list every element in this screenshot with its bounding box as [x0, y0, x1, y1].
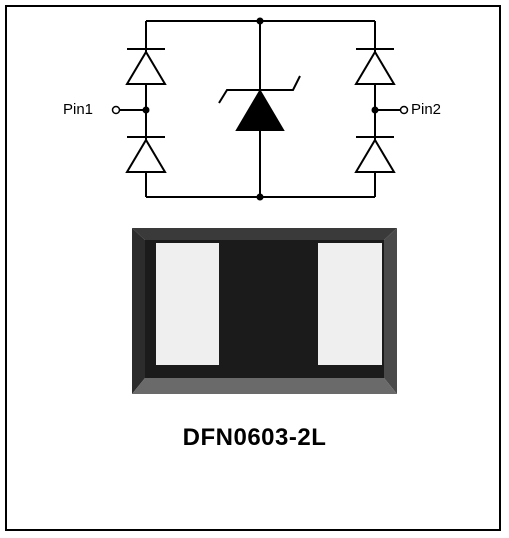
junction-right — [371, 106, 379, 114]
package-pad-left — [156, 243, 219, 365]
zener-diode — [218, 75, 301, 131]
package-drawing — [132, 228, 397, 394]
pin2-label: Pin2 — [411, 101, 442, 118]
junction-bottom — [256, 193, 264, 201]
diode-right-upper — [354, 48, 396, 85]
junction-top — [256, 17, 264, 25]
junction-left — [142, 106, 150, 114]
diode-right-lower — [354, 136, 396, 173]
package-bottom-bevel — [132, 378, 397, 394]
pin1-terminal — [111, 105, 121, 115]
diode-left-upper — [125, 48, 167, 85]
pin2-terminal — [399, 105, 409, 115]
package-top-bevel — [132, 228, 397, 240]
package-left-bevel — [132, 228, 145, 394]
junction-dots — [142, 17, 379, 201]
package-name-label: DFN0603-2L — [182, 424, 327, 451]
pin1-label: Pin1 — [63, 101, 94, 118]
package-right-bevel — [384, 228, 397, 394]
package-pad-right — [318, 243, 382, 365]
circuit-schematic — [120, 20, 400, 198]
diode-left-lower — [125, 136, 167, 173]
